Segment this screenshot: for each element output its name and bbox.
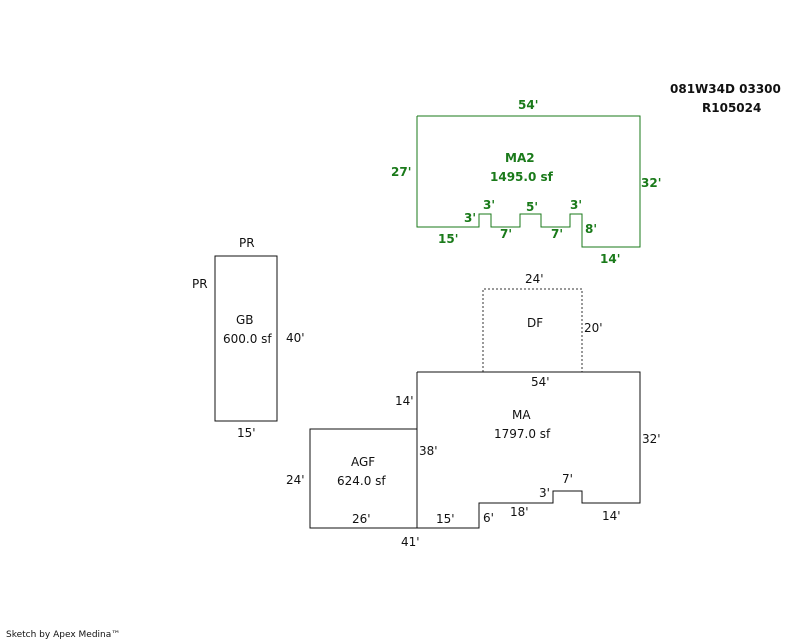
ma-area: 54' 14' MA 1797.0 sf 32' 38' 7' 3' 18' 1…	[395, 371, 661, 549]
ma-dim-step-up: 6'	[483, 511, 494, 525]
ma-dim-bottom-b: 18'	[510, 505, 529, 519]
ma-dim-left: 14'	[395, 394, 414, 408]
agf-name: AGF	[351, 455, 375, 469]
ma2-dim-step3-top: 5'	[526, 200, 538, 214]
ma-dim-bottom-a: 15'	[436, 512, 455, 526]
ma-dim-notch-side: 3'	[539, 486, 550, 500]
parcel-id: 081W34D 03300	[670, 82, 781, 96]
ma-name: MA	[512, 408, 531, 422]
ma2-area: 54' 27' 32' MA2 1495.0 sf 3' 3' 5' 3' 15…	[391, 98, 661, 266]
ma-dim-right: 32'	[642, 432, 661, 446]
df-name: DF	[527, 316, 543, 330]
ma2-dim-step1-up: 3'	[464, 211, 476, 225]
ma-dim-top: 54'	[531, 375, 550, 389]
ma2-dim-left: 27'	[391, 165, 411, 179]
ma2-dim-step5-down: 8'	[585, 222, 597, 236]
ma2-dim-bottom-right: 14'	[600, 252, 620, 266]
df-dim-right: 20'	[584, 321, 603, 335]
agf-area-label: 624.0 sf	[337, 474, 386, 488]
gb-area-label: 600.0 sf	[223, 332, 272, 346]
ma2-dim-top: 54'	[518, 98, 538, 112]
df-area: 24' DF 20'	[482, 272, 603, 372]
ma2-dim-bottom-left: 15'	[438, 232, 458, 246]
agf-outline	[309, 428, 418, 529]
gb-name: GB	[236, 313, 254, 327]
ma-dim-inner-left: 38'	[419, 444, 438, 458]
ma-dim-total-bottom: 41'	[401, 535, 420, 549]
gb-dim-right: 40'	[286, 331, 305, 345]
footer-credit: Sketch by Apex Medina™	[6, 630, 120, 640]
ma-area-label: 1797.0 sf	[494, 427, 551, 441]
ma2-dim-step5-top: 3'	[570, 198, 582, 212]
gb-dim-bottom: 15'	[237, 426, 256, 440]
ma2-name: MA2	[505, 151, 535, 165]
ma2-outline	[416, 115, 641, 248]
ma2-dim-right: 32'	[641, 176, 661, 190]
df-outline	[482, 288, 583, 372]
gb-dim-top: PR	[239, 236, 255, 250]
ma-dim-notch-top: 7'	[562, 472, 573, 486]
agf-dim-left: 24'	[286, 473, 305, 487]
ma-outline	[416, 371, 641, 529]
gb-outline	[214, 255, 278, 422]
ma2-dim-step1-top: 3'	[483, 198, 495, 212]
ma2-dim-step4-bottom: 7'	[551, 227, 563, 241]
df-dim-top: 24'	[525, 272, 544, 286]
ma-dim-bottom-right: 14'	[602, 509, 621, 523]
gb-dim-left: PR	[192, 277, 208, 291]
ma2-area-label: 1495.0 sf	[490, 170, 554, 184]
agf-dim-bottom: 26'	[352, 512, 371, 526]
agf-area: AGF 624.0 sf 24' 26'	[286, 428, 418, 529]
ma2-dim-step2-bottom: 7'	[500, 227, 512, 241]
parcel-ref: R105024	[702, 101, 761, 115]
gb-area: PR PR GB 600.0 sf 40' 15'	[192, 236, 305, 440]
